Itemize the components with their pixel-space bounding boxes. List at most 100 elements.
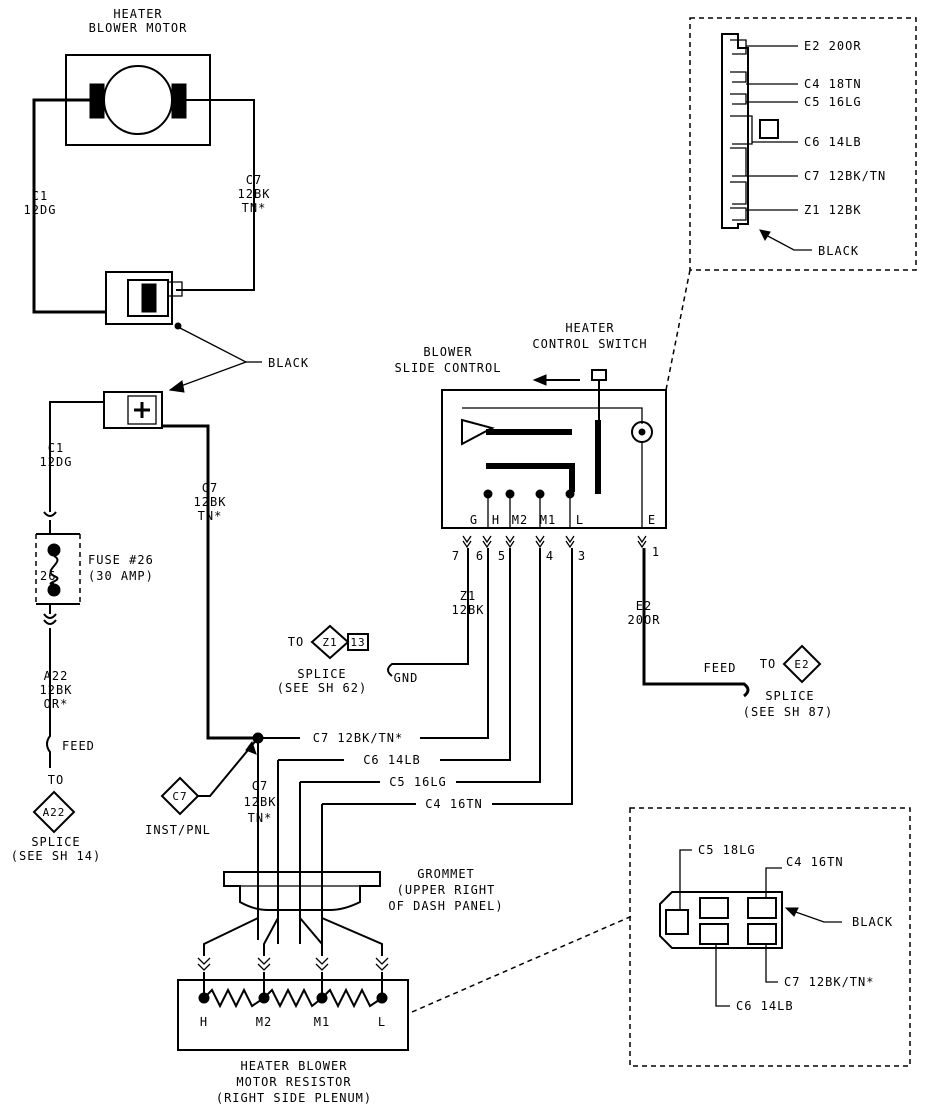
heater-blower-motor: HEATER BLOWER MOTOR [65, 7, 211, 146]
wire-c5-harness [456, 548, 541, 783]
harness-wires: C7 12BK/TN* C6 14LB C5 16LG C4 16TN [252, 548, 573, 944]
a22-splice-id: A22 [43, 806, 66, 819]
feed-connector-body [103, 391, 163, 429]
wire-to-l [321, 917, 383, 956]
detail-leader-lines [746, 45, 798, 211]
c1-feed-circuit: C1 [48, 441, 64, 455]
wire-c1-feed [49, 401, 104, 512]
a22-suffix: OR* [44, 697, 69, 711]
detail-connector-body [721, 33, 749, 229]
a22-splice-label: SPLICE [31, 835, 80, 849]
resistor-title-line2: MOTOR RESISTOR [236, 1075, 351, 1089]
detail-leader-bottom [411, 915, 633, 1013]
z1-circuit: Z1 [460, 589, 476, 603]
resistor-terminal-h: H [200, 1015, 208, 1029]
switch-contact-m1 [535, 489, 545, 499]
a22-splice-diamond [32, 790, 76, 834]
black-label-1: BLACK [268, 356, 309, 370]
wire-c7-feed [162, 424, 258, 740]
e2-splice-id: E2 [794, 658, 809, 671]
terminal-m1: M1 [540, 513, 556, 527]
z1-splice-see: (SEE SH 62) [277, 681, 367, 695]
c7-motor-gauge: 12BK [238, 187, 271, 201]
detail-box-top [689, 17, 917, 271]
grommet-body [223, 871, 381, 911]
z1-ground: Z1 12BK TO Z1 13 SPLICE (SEE SH 62) GND [277, 548, 485, 695]
wire-c6-harness [440, 548, 511, 761]
detail-black-arrow [759, 229, 771, 242]
detail-wire-c7: C7 12BK/TN [804, 169, 886, 183]
motor-armature [103, 65, 173, 135]
resistor-connector-slot-c4 [747, 897, 777, 919]
switch-pin-terminals [462, 535, 647, 549]
switch-body [441, 389, 667, 529]
resistor-title-line3: (RIGHT SIDE PLENUM) [216, 1091, 372, 1105]
terminal-g: G [470, 513, 478, 527]
resistor-connector-detail: C5 18LG C4 16TN BLACK C7 12BK/TN* C6 14L… [411, 807, 911, 1067]
slide-title-line1: BLOWER [423, 345, 472, 359]
e2-splice-label: SPLICE [765, 689, 814, 703]
c7-branch-gauge: 12BK [244, 795, 277, 809]
slide-knob [591, 369, 607, 381]
wire-c7-harness [420, 548, 489, 739]
resistor-terminal-m2: M2 [256, 1015, 272, 1029]
e2-feed-label: FEED [704, 661, 737, 675]
grommet-line1: GROMMET [417, 867, 475, 881]
detail-c4-leader [765, 867, 782, 898]
z1-splice-diamond [310, 624, 350, 660]
motor-title-line2: BLOWER MOTOR [89, 21, 188, 35]
black-callout-arrow [168, 380, 185, 393]
c7-branch-suffix: TN* [248, 811, 273, 825]
z1-sheet-box [347, 633, 369, 651]
motor-connector-pin [141, 283, 157, 313]
z1-gauge: 12BK [452, 603, 485, 617]
fuse-bottom-terminal [43, 613, 57, 625]
c7-instrument-panel-branch: C7 INST/PNL C7 12BK TN* [145, 737, 277, 837]
switch-internal-rail [462, 407, 643, 424]
blower-motor-resistor: H M2 M1 L HEATER BLOWER MOTOR RESISTOR (… [177, 972, 409, 1105]
e2-splice-diamond [782, 644, 822, 684]
a22-circuit: A22 [44, 669, 69, 683]
c7-motor-suffix: TN* [242, 201, 267, 215]
switch-wiper [461, 418, 495, 446]
detail-black-leader [763, 233, 812, 251]
terminal-e: E [648, 513, 656, 527]
resistor-body [177, 979, 409, 1051]
resistor-feed-wires [197, 917, 389, 971]
resistor-terminal-m1: M1 [314, 1015, 330, 1029]
pin-3: 3 [578, 549, 586, 563]
z1-sheet: 13 [350, 636, 365, 649]
detail-wire-c5: C5 16LG [804, 95, 862, 109]
detail-black2-label: BLACK [852, 915, 893, 929]
motor-connector [105, 271, 183, 330]
detail-c7-label: C7 12BK/TN* [784, 975, 874, 989]
a22-feed: A22 12BK OR* FEED TO A22 SPLICE (SEE SH … [11, 628, 100, 863]
z1-splice-id: Z1 [322, 636, 337, 649]
c7-feed-circuit: C7 [202, 481, 218, 495]
c7-branch-label: INST/PNL [145, 823, 211, 837]
a22-feed-label: FEED [62, 739, 95, 753]
feed-connector-inner [127, 395, 157, 425]
detail-c5-label: C5 18LG [698, 843, 756, 857]
resistor-pin-terminals [197, 957, 389, 971]
detail-wire-c4: C4 18TN [804, 77, 862, 91]
e2-to: TO [760, 657, 776, 671]
motor-brush-right [171, 83, 187, 119]
detail-wire-c6: C6 14LB [804, 135, 862, 149]
grommet-line2: (UPPER RIGHT [397, 883, 496, 897]
resistor-connector-slot-c5 [665, 909, 689, 935]
pin-1: 1 [652, 545, 660, 559]
c7-branch-id: C7 [172, 790, 187, 803]
detail-c4-label: C4 16TN [786, 855, 844, 869]
black-callout-lines [169, 327, 248, 391]
resistor-leads [203, 972, 383, 998]
detail-c6-label: C6 14LB [736, 999, 794, 1013]
switch-connector-detail: E2 20OR C4 18TN C5 16LG C6 14LB C7 12BK/… [665, 17, 917, 391]
fuse-contact-bottom [47, 583, 61, 597]
pin-4: 4 [546, 549, 554, 563]
detail-connector-slots [730, 39, 753, 221]
pin-5: 5 [498, 549, 506, 563]
detail-wire-z1: Z1 12BK [804, 203, 862, 217]
resistor-node-l [376, 992, 388, 1004]
z1-splice-label: SPLICE [297, 667, 346, 681]
